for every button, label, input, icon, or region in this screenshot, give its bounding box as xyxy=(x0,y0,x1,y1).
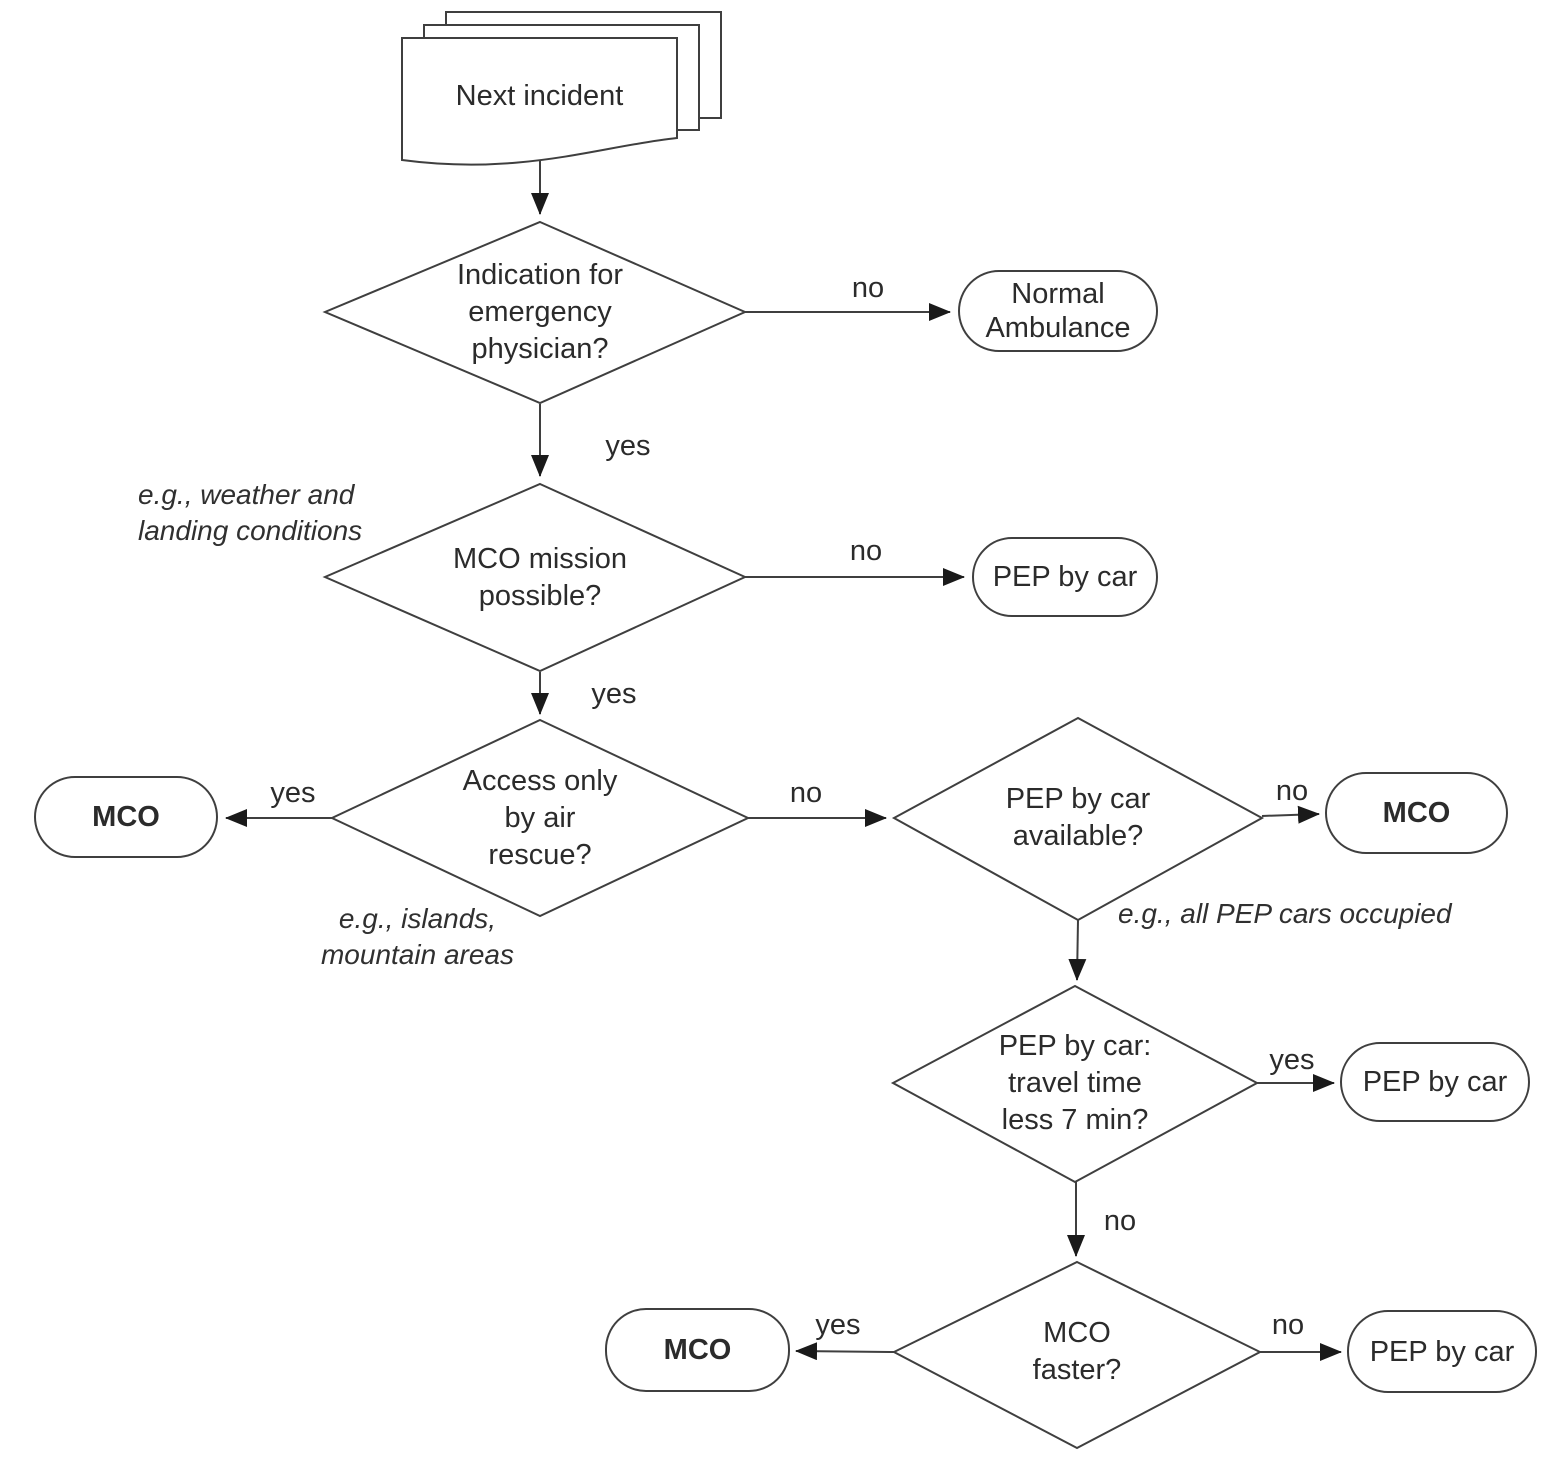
decision-pep-available-line2: available? xyxy=(1012,820,1144,852)
terminal-mco-air-only-label: MCO xyxy=(92,801,160,833)
edge-label-mco-mission-yes: yes xyxy=(591,678,637,710)
terminal-normal-ambulance-line2: Ambulance xyxy=(985,312,1131,344)
terminal-pep-by-car-top-label: PEP by car xyxy=(992,561,1138,593)
terminal-mco-air-only: MCO xyxy=(34,776,218,858)
edge-label-pep-available-no: no xyxy=(1275,775,1309,807)
decision-air-rescue-line1: Access only xyxy=(462,765,618,797)
edge-label-travel-time-no: no xyxy=(1103,1205,1137,1237)
edge-label-travel-time-yes: yes xyxy=(1269,1044,1315,1076)
decision-air-rescue-line2: by air xyxy=(504,802,576,834)
note-weather-conditions-line1: e.g., weather and xyxy=(138,479,355,510)
decision-travel-time-line3: less 7 min? xyxy=(1001,1104,1149,1136)
terminal-pep-by-car-fast-label: PEP by car xyxy=(1362,1066,1508,1098)
decision-indication-shape xyxy=(322,220,748,405)
edge-label-mco-faster-yes: yes xyxy=(815,1309,861,1341)
document-next-incident-shape xyxy=(401,37,678,166)
decision-mco-faster-label: MCO faster? xyxy=(927,1315,1227,1389)
terminal-mco-faster-result-label: MCO xyxy=(663,1334,732,1366)
decision-travel-time-line1: PEP by car: xyxy=(998,1030,1152,1062)
decision-air-rescue-line3: rescue? xyxy=(488,839,592,871)
note-islands-mountains-line2: mountain areas xyxy=(320,939,514,970)
decision-air-rescue-label: Access only by air rescue? xyxy=(390,763,690,874)
terminal-normal-ambulance-line1: Normal xyxy=(1011,278,1105,310)
decision-pep-available-label: PEP by car available? xyxy=(928,781,1228,855)
decision-mco-mission-line1: MCO mission xyxy=(452,543,627,575)
edge-label-indication-no: no xyxy=(851,272,885,304)
terminal-pep-by-car-final: PEP by car xyxy=(1347,1310,1537,1393)
terminal-mco-not-available: MCO xyxy=(1325,772,1508,854)
decision-mco-faster-line1: MCO xyxy=(1043,1317,1111,1349)
terminal-normal-ambulance: Normal Ambulance xyxy=(958,270,1158,352)
terminal-pep-by-car-top: PEP by car xyxy=(972,537,1158,617)
note-islands-mountains: e.g., islands, mountain areas xyxy=(305,901,530,973)
decision-mco-faster-line2: faster? xyxy=(1032,1354,1122,1386)
decision-indication-line1: Indication for xyxy=(456,259,624,291)
note-pep-cars-occupied: e.g., all PEP cars occupied xyxy=(1118,896,1463,932)
decision-mco-faster-shape xyxy=(891,1260,1263,1450)
edge-label-mco-mission-no: no xyxy=(849,535,883,567)
decision-mco-mission-label: MCO mission possible? xyxy=(390,541,690,615)
decision-travel-time-label: PEP by car: travel time less 7 min? xyxy=(925,1028,1225,1139)
terminal-mco-not-available-label: MCO xyxy=(1382,797,1451,829)
document-next-incident-label: Next incident xyxy=(455,80,624,112)
terminal-mco-faster-result: MCO xyxy=(605,1308,790,1392)
decision-indication-line3: physician? xyxy=(471,333,609,365)
terminal-pep-by-car-fast: PEP by car xyxy=(1340,1042,1530,1122)
note-weather-conditions: e.g., weather and landing conditions xyxy=(138,477,398,549)
decision-indication-label: Indication for emergency physician? xyxy=(390,257,690,368)
decision-air-rescue-shape xyxy=(329,718,751,918)
note-islands-mountains-line1: e.g., islands, xyxy=(338,903,497,934)
edge-label-mco-faster-no: no xyxy=(1271,1309,1305,1341)
arrow-pep-available-no-to-mco xyxy=(1261,805,1320,824)
arrow-mco-faster-yes-to-mco xyxy=(795,1342,895,1361)
decision-pep-available-line1: PEP by car xyxy=(1005,783,1151,815)
decision-mco-mission-line2: possible? xyxy=(478,580,602,612)
terminal-pep-by-car-final-label: PEP by car xyxy=(1369,1335,1515,1368)
edge-label-air-rescue-yes: yes xyxy=(270,777,316,809)
edge-label-indication-yes: yes xyxy=(605,430,651,462)
decision-travel-time-line2: travel time xyxy=(1008,1067,1142,1099)
decision-indication-line2: emergency xyxy=(468,296,612,328)
decision-mco-mission-shape xyxy=(322,482,748,673)
edge-label-air-rescue-no: no xyxy=(789,777,823,809)
arrow-pep-available-to-travel-time xyxy=(1068,919,1087,981)
note-weather-conditions-line2: landing conditions xyxy=(138,515,363,546)
note-pep-cars-occupied-line1: e.g., all PEP cars occupied xyxy=(1118,898,1452,929)
